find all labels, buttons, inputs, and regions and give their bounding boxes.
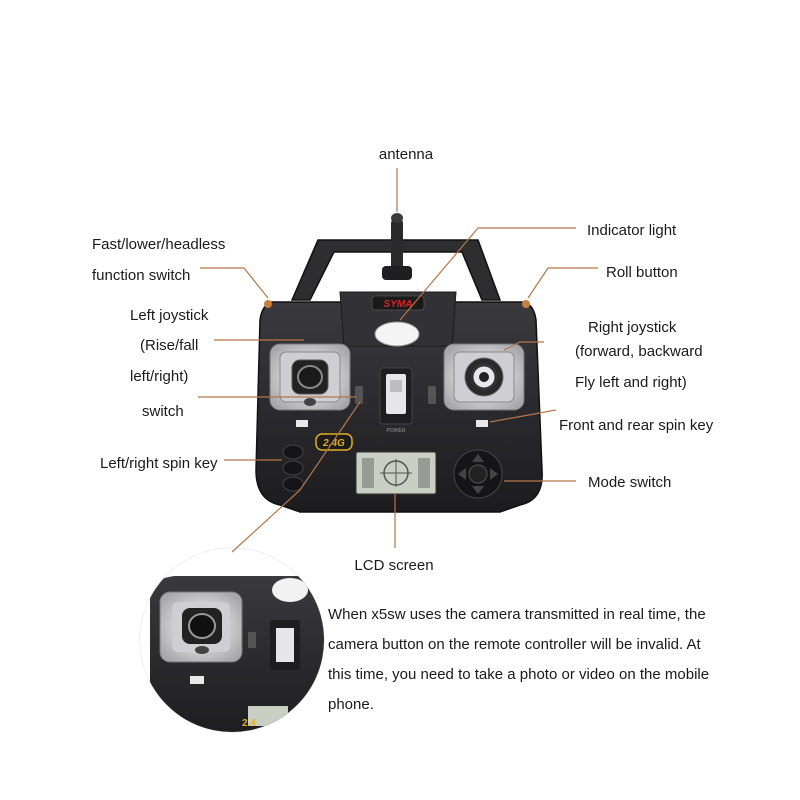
label-left-joystick-3: left/right) (130, 368, 188, 385)
svg-text:2.4: 2.4 (242, 718, 256, 729)
right-trim-switch[interactable] (428, 386, 436, 404)
brand-label: SYMA (384, 299, 413, 310)
frequency-badge: 2.4G (316, 434, 352, 450)
label-left-joystick-1: Left joystick (130, 307, 209, 324)
fast-switch-button[interactable] (264, 300, 272, 308)
note-line: phone. (328, 690, 768, 720)
label-fast-switch-2: function switch (92, 267, 190, 284)
label-right-joystick-1: Right joystick (588, 319, 677, 336)
left-right-spin-keys[interactable] (283, 445, 303, 491)
left-joystick[interactable] (270, 344, 350, 410)
magnified-inset: 2.4 (140, 548, 330, 740)
label-front-rear-spin-key: Front and rear spin key (559, 417, 714, 434)
left-trim-switch[interactable] (355, 386, 363, 404)
label-mode-switch: Mode switch (588, 474, 671, 491)
label-right-joystick-3: Fly left and right) (575, 374, 687, 391)
label-roll-button: Roll button (606, 264, 678, 281)
label-left-joystick-2: (Rise/fall (140, 337, 198, 354)
note-line: camera button on the remote controller w… (328, 630, 768, 660)
label-right-joystick-2: (forward, backward (575, 343, 703, 360)
camera-note: When x5sw uses the camera transmitted in… (328, 600, 768, 720)
indicator-light (375, 322, 419, 346)
front-rear-spin-key-right[interactable] (476, 420, 488, 427)
label-lcd-screen: LCD screen (354, 557, 433, 574)
mode-switch[interactable] (454, 450, 502, 498)
lcd-screen (356, 452, 436, 494)
remote-controller: SYMA POWER (256, 213, 542, 512)
label-left-right-spin-key: Left/right spin key (100, 455, 218, 472)
note-line: this time, you need to take a photo or v… (328, 660, 768, 690)
roll-button[interactable] (522, 300, 530, 308)
label-left-joystick-4: switch (142, 403, 184, 420)
front-rear-spin-key-left[interactable] (296, 420, 308, 427)
label-indicator-light: Indicator light (587, 222, 677, 239)
label-antenna: antenna (379, 146, 434, 163)
right-joystick[interactable] (444, 344, 524, 410)
label-fast-switch-1: Fast/lower/headless (92, 236, 225, 253)
power-switch[interactable]: POWER (380, 368, 412, 434)
note-line: When x5sw uses the camera transmitted in… (328, 600, 768, 630)
brand-badge: SYMA (372, 296, 424, 310)
power-label: POWER (387, 428, 406, 434)
